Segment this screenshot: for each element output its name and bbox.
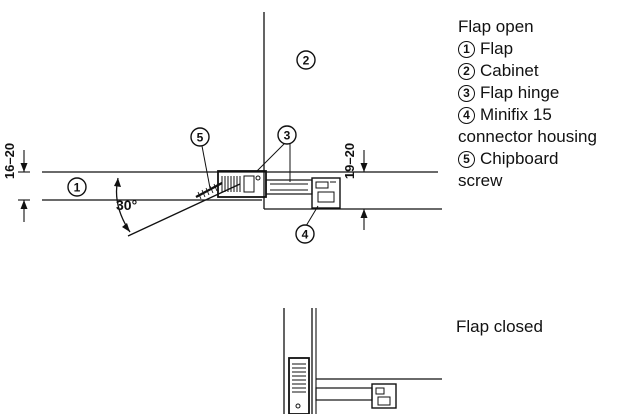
angle-line [127, 183, 241, 237]
closed-hinge-arm [315, 387, 373, 401]
legend-number: 3 [458, 84, 475, 102]
legend-item-minifix: 4 Minifix 15 [458, 104, 597, 126]
legend: Flap open 1 Flap 2 Cabinet 3 Flap hinge … [458, 16, 597, 192]
callout-1: 1 [74, 181, 81, 195]
flap-thickness-label: 16–20 [2, 143, 17, 179]
callout-4: 4 [302, 228, 309, 242]
legend-item-flap: 1 Flap [458, 38, 597, 60]
cabinet-thickness-label: 19–20 [342, 143, 357, 179]
closed-minifix-housing [371, 383, 397, 409]
callout-5-circle [190, 127, 210, 147]
callout-1-circle [67, 177, 87, 197]
legend-item-minifix-cont: connector housing [458, 127, 597, 146]
legend-number: 4 [458, 106, 475, 124]
legend-number: 2 [458, 62, 475, 80]
callout-2-circle [296, 50, 316, 70]
closed-hinge-cup [288, 357, 310, 415]
callout-5: 5 [197, 131, 204, 145]
legend-item-flap-hinge: 3 Flap hinge [458, 82, 597, 104]
hinge-arm [265, 179, 313, 195]
legend-number: 5 [458, 150, 475, 168]
legend-item-screw-cont: screw [458, 171, 503, 190]
callout-4-circle [295, 224, 315, 244]
legend-item-cabinet: 2 Cabinet [458, 60, 597, 82]
callout-3: 3 [284, 129, 291, 143]
callout-2: 2 [303, 54, 310, 68]
chipboard-screw [195, 181, 223, 199]
legend-item-chipboard-screw: 5 Chipboard [458, 148, 597, 170]
legend-number: 1 [458, 40, 475, 58]
legend-title: Flap open [458, 17, 534, 36]
callout-3-circle [277, 125, 297, 145]
angle-label: 30° [116, 197, 137, 213]
minifix-housing [311, 177, 341, 209]
flap-closed-label: Flap closed [456, 317, 543, 336]
